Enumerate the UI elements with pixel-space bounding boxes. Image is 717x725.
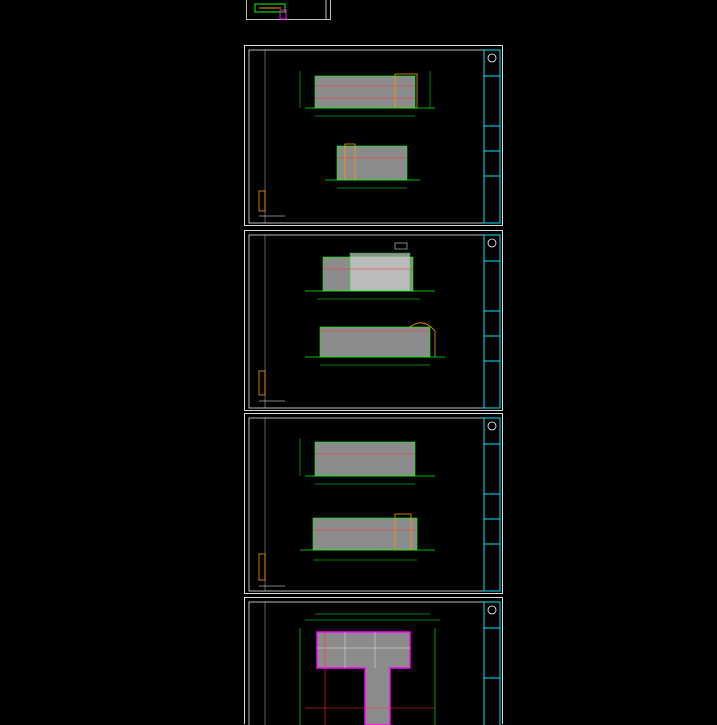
sheet-1-graphic [248, 49, 501, 224]
partial-sheet-top[interactable] [246, 0, 331, 20]
sheet-3-graphic [248, 417, 501, 592]
drawing-sheet-3[interactable] [244, 413, 503, 594]
sheet-4-graphic [248, 601, 501, 725]
drawing-sheet-2[interactable] [244, 230, 503, 411]
partial-sheet-graphic [254, 0, 327, 20]
drawing-sheet-4-floor-plan[interactable] [244, 597, 503, 725]
sheet-2-graphic [248, 234, 501, 409]
drawing-sheet-1[interactable] [244, 45, 503, 226]
